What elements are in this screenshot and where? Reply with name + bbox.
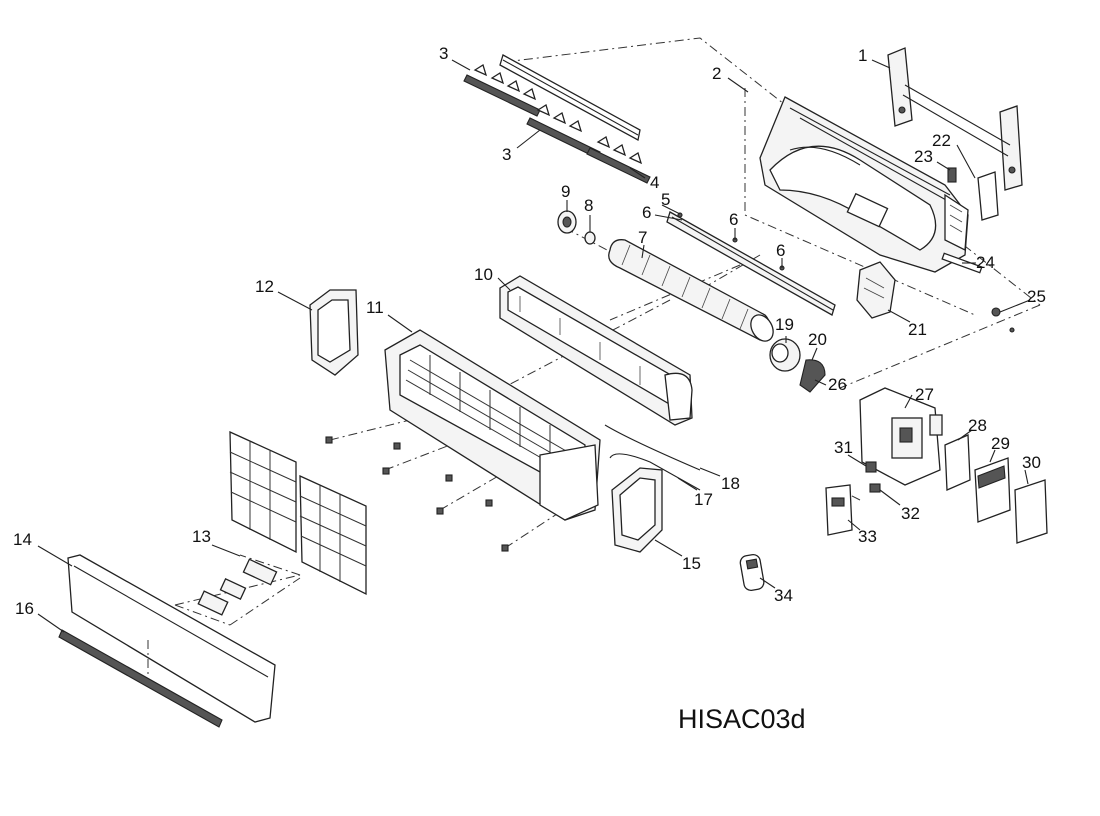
callout-6-b: 6: [729, 210, 738, 229]
callout-22: 22: [932, 131, 951, 150]
callout-30: 30: [1022, 453, 1041, 472]
part-20-motor-clamp: [799, 359, 826, 393]
part-12-side-cover-left: [309, 289, 359, 376]
part-1-mounting-plate: [887, 47, 1023, 191]
part-25-fastener: [991, 307, 1015, 333]
part-15-side-cover-right: [611, 467, 663, 553]
screw-set: [325, 436, 509, 552]
callout-15: 15: [682, 554, 701, 573]
callout-3-lower: 3: [502, 145, 511, 164]
callout-21: 21: [908, 320, 927, 339]
part-19-fan-motor: [769, 338, 801, 372]
callout-32: 32: [901, 504, 920, 523]
part-14-front-panel: [67, 554, 276, 723]
callout-33: 33: [858, 527, 877, 546]
callout-26: 26: [828, 375, 847, 394]
assembly-guide-lines: [174, 37, 1041, 626]
callout-19: 19: [775, 315, 794, 334]
part-11-front-frame: [384, 329, 601, 521]
callout-27: 27: [915, 385, 934, 404]
part-3-louvers-upper: [463, 63, 541, 117]
callout-31: 31: [834, 438, 853, 457]
callout-6-c: 6: [776, 241, 785, 260]
part-22-bracket: [977, 171, 999, 221]
leader-lines: [37, 59, 1031, 633]
part-18-wire: [604, 424, 701, 471]
callout-24: 24: [976, 253, 995, 272]
part-29-board-cover: [974, 457, 1011, 523]
callout-9: 9: [561, 182, 570, 201]
air-filter-right: [299, 474, 367, 596]
part-8-bearing: [584, 231, 596, 245]
part-23-clip: [947, 167, 957, 183]
callout-12: 12: [255, 277, 274, 296]
part-27-control-box: [859, 387, 943, 486]
part-31-sensor: [865, 461, 877, 473]
callout-28: 28: [968, 416, 987, 435]
callout-20: 20: [808, 330, 827, 349]
callout-6-a: 6: [642, 203, 651, 222]
part-5-vane-bar: [666, 211, 836, 316]
part-17-cable: [609, 453, 701, 491]
part-16-panel-strip: [58, 629, 223, 728]
callout-29: 29: [991, 434, 1010, 453]
callout-34: 34: [774, 586, 793, 605]
part-3-louvers-lower: [526, 103, 651, 184]
part-21-bracket: [856, 261, 896, 319]
callout-3-upper: 3: [439, 44, 448, 63]
part-10-evaporator: [499, 275, 693, 426]
callout-7: 7: [638, 228, 647, 247]
callout-25: 25: [1027, 287, 1046, 306]
callout-16: 16: [15, 599, 34, 618]
callout-23: 23: [914, 147, 933, 166]
callout-14: 14: [13, 530, 32, 549]
air-filter-left: [229, 430, 297, 554]
callout-17: 17: [694, 490, 713, 509]
callout-13: 13: [192, 527, 211, 546]
callout-4: 4: [650, 173, 659, 192]
part-7-crossflow-fan: [608, 239, 774, 342]
callout-8: 8: [584, 196, 593, 215]
callout-5: 5: [661, 190, 670, 209]
callout-11: 11: [366, 298, 384, 317]
callout-1: 1: [858, 46, 867, 65]
callout-labels: 1 2 3 3 4 5 6 6 6 7 8 9 10 11 12 13 14 1…: [13, 44, 1046, 618]
part-33-display-board: [825, 484, 853, 536]
part-28-cover-plate: [944, 434, 971, 491]
part-32-sensor: [869, 483, 881, 493]
callout-10: 10: [474, 265, 493, 284]
callout-2: 2: [712, 64, 721, 83]
model-code-label: HISAC03d: [678, 704, 806, 734]
part-louver-bar: [499, 54, 641, 141]
callout-18: 18: [721, 474, 740, 493]
part-34-remote-control: [739, 553, 765, 592]
part-2-chassis: [759, 96, 969, 273]
part-13-filter-cartridges: [197, 558, 278, 616]
part-9-bearing-holder: [557, 210, 577, 234]
part-30-terminal-cover: [1014, 479, 1048, 544]
